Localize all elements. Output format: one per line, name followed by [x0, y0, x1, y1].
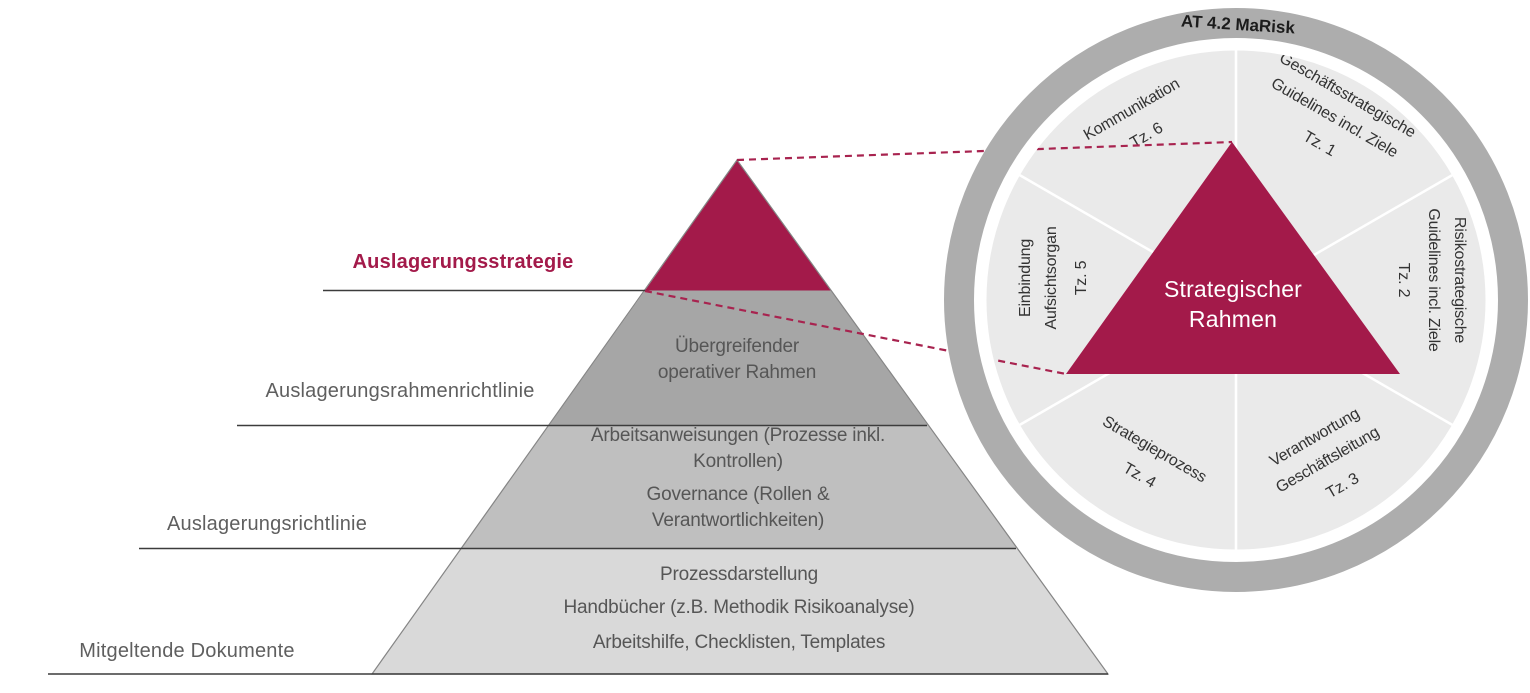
- segment-tz5-line2: Aufsichtsorgan: [1043, 226, 1060, 329]
- wheel-white-gap-ring: [973, 37, 1499, 563]
- segment-tz5-ref: Tz. 5: [1073, 260, 1090, 295]
- label-auslagerungsrahmenrichtlinie: Auslagerungsrahmenrichtlinie: [265, 380, 534, 402]
- pyramid-level1-strategy-shape: [645, 160, 831, 291]
- segment-tz2-risikostrategische: Risikostrategische Guidelines incl. Ziel…: [1395, 208, 1468, 352]
- level2-text-line1: Übergreifender: [675, 336, 800, 357]
- level3-text-line3: Governance (Rollen &: [647, 484, 830, 505]
- connector-dash-top: [736, 140, 1233, 162]
- segment-tz2-ref: Tz. 2: [1395, 263, 1412, 298]
- pyramid-level2-shape: [549, 290, 928, 426]
- label-auslagerungsstrategie: Auslagerungsstrategie: [353, 251, 574, 273]
- wheel-outer-ring: [944, 8, 1528, 592]
- level4-text-line3: Arbeitshilfe, Checklisten, Templates: [593, 632, 885, 653]
- level4-text-line2: Handbücher (z.B. Methodik Risikoanalyse): [563, 597, 914, 618]
- strategic-frame-shape: [1066, 142, 1400, 374]
- label-mitgeltende-dokumente: Mitgeltende Dokumente: [79, 640, 294, 662]
- segment-tz2-line2: Guidelines incl. Ziele: [1425, 208, 1442, 352]
- level3-text-line1: Arbeitsanweisungen (Prozesse inkl.: [591, 425, 885, 446]
- strategic-frame-label-line2: Rahmen: [1189, 306, 1277, 332]
- pyramid-level3-shape: [461, 425, 1017, 549]
- level3-text-line2: Kontrollen): [693, 451, 783, 472]
- segment-tz5-line1: Einbindung: [1017, 239, 1034, 317]
- strategic-frame-triangle: Strategischer Rahmen: [1066, 142, 1400, 374]
- level2-text-line2: operativer Rahmen: [658, 362, 816, 383]
- level3-text-line4: Verantwortlichkeiten): [652, 510, 824, 531]
- label-auslagerungsrichtlinie: Auslagerungsrichtlinie: [167, 513, 367, 535]
- pyramid-diagram: Auslagerungsstrategie Auslagerungsrahmen…: [48, 158, 1110, 675]
- segment-tz2-line1: Risikostrategische: [1451, 217, 1468, 344]
- level4-text-line1: Prozessdarstellung: [660, 564, 818, 585]
- pyramid-level4-shape: [372, 548, 1108, 674]
- strategic-frame-label-line1: Strategischer: [1164, 276, 1302, 302]
- segment-tz5-einbindung: Einbindung Aufsichtsorgan Tz. 5: [1017, 226, 1090, 329]
